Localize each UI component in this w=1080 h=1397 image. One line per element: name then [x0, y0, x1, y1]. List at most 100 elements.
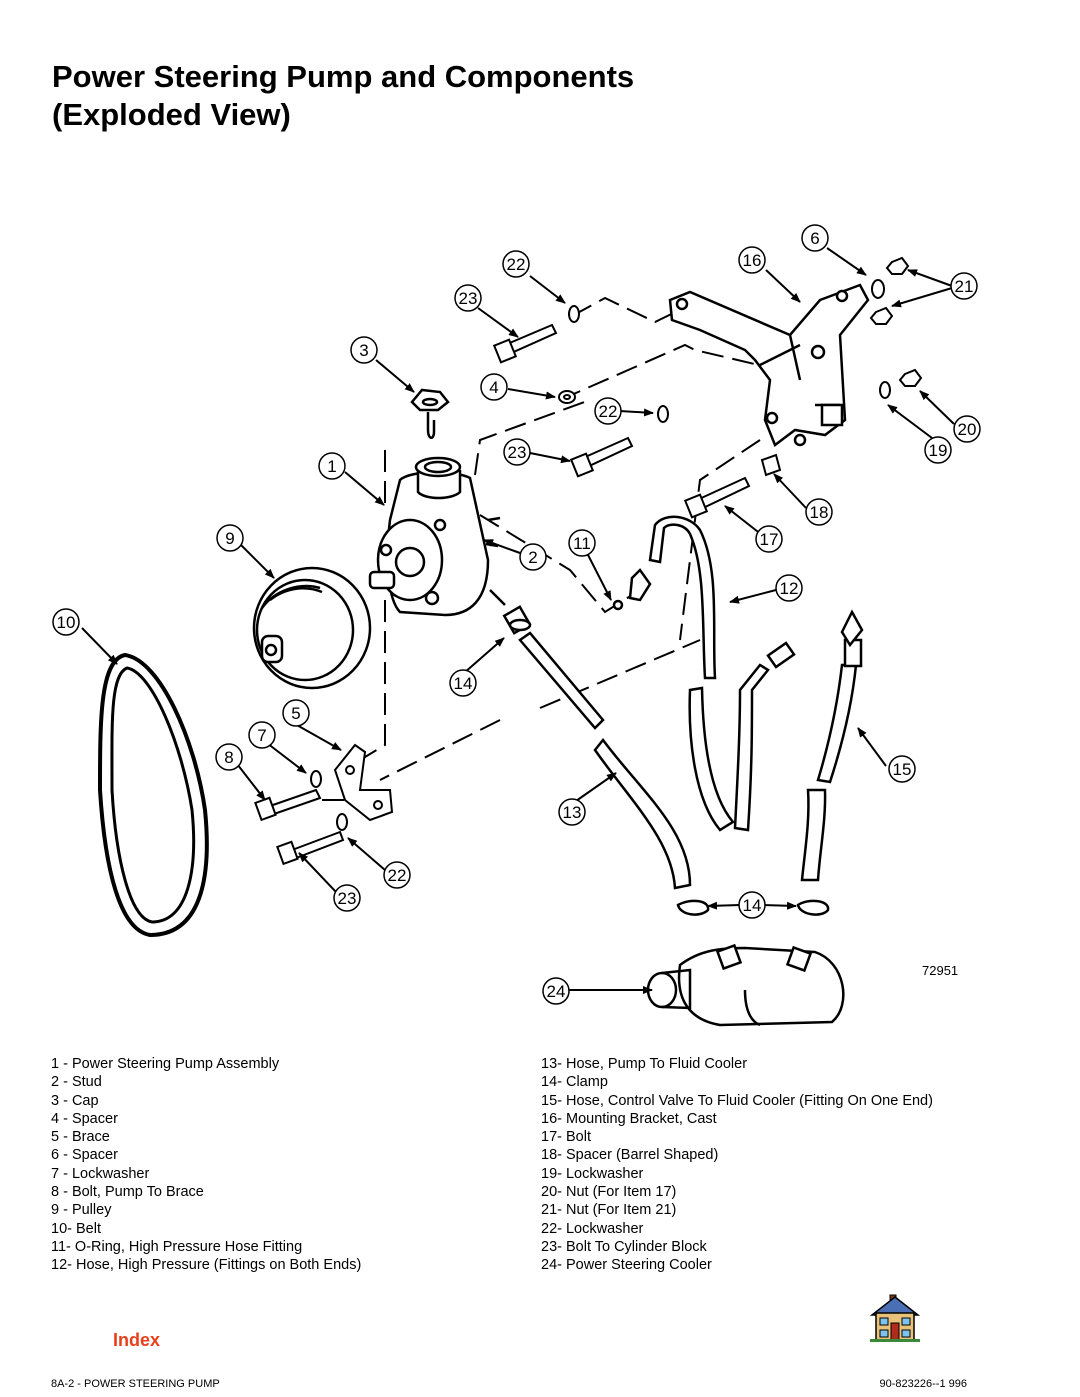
- legend-item: 17- Bolt: [541, 1129, 591, 1146]
- leader-arrows: [81, 247, 955, 994]
- svg-text:23: 23: [338, 889, 357, 908]
- callout-17: 17: [755, 525, 783, 553]
- svg-text:17: 17: [760, 530, 779, 549]
- legend-item: 24- Power Steering Cooler: [541, 1257, 712, 1274]
- legend-item: 13- Hose, Pump To Fluid Cooler: [541, 1056, 748, 1072]
- svg-text:6: 6: [810, 229, 819, 248]
- callout-22: 22: [502, 250, 530, 278]
- svg-text:23: 23: [459, 289, 478, 308]
- svg-text:16: 16: [743, 251, 762, 270]
- legend-item: 8 - Bolt, Pump To Brace: [51, 1184, 204, 1201]
- callout-14: 14: [449, 669, 477, 697]
- legend-item: 22- Lockwasher: [541, 1220, 644, 1237]
- legend-item: 6 - Spacer: [51, 1147, 118, 1164]
- svg-text:23: 23: [508, 443, 527, 462]
- callout-12: 12: [775, 574, 803, 602]
- legend-item: 5 - Brace: [51, 1129, 110, 1146]
- svg-text:5: 5: [291, 704, 300, 723]
- callout-19: 19: [924, 436, 952, 464]
- hardware-drawing: [254, 256, 923, 866]
- callout-8: 8: [215, 743, 243, 771]
- exploded-view-diagram: 6 22 16 21 23 3 4 22 20 19 23 1 18 9 11 …: [52, 224, 981, 1027]
- callouts: 6 22 16 21 23 3 4 22 20 19 23 1 18 9 11 …: [52, 224, 981, 1005]
- legend-item: 23- Bolt To Cylinder Block: [541, 1238, 707, 1255]
- house-icon[interactable]: [868, 1293, 922, 1343]
- pulley-drawing: [252, 566, 372, 690]
- legend-item: 10- Belt: [51, 1220, 101, 1237]
- svg-text:1: 1: [327, 457, 336, 476]
- callout-9: 9: [216, 524, 244, 552]
- svg-text:14: 14: [454, 674, 473, 693]
- svg-text:24: 24: [547, 982, 566, 1001]
- callout-6: 6: [801, 224, 829, 252]
- svg-text:9: 9: [225, 529, 234, 548]
- index-link[interactable]: Index: [113, 1330, 161, 1350]
- callout-16: 16: [738, 246, 766, 274]
- legend-item: 11- O-Ring, High Pressure Hose Fitting: [51, 1238, 303, 1255]
- callout-22: 22: [383, 861, 411, 889]
- footer-right: 90-823226--1 996: [879, 1378, 967, 1390]
- callout-5: 5: [282, 699, 310, 727]
- footer-left: 8A-2 - POWER STEERING PUMP: [51, 1378, 220, 1390]
- cap-drawing: [410, 388, 450, 439]
- callout-13: 13: [558, 798, 586, 826]
- callout-3: 3: [350, 336, 378, 364]
- callout-1: 1: [318, 452, 346, 480]
- page-title: Power Steering Pump and Components (Expl…: [52, 58, 634, 134]
- legend-item: 21- Nut (For Item 21): [541, 1202, 677, 1219]
- callout-23: 23: [454, 284, 482, 312]
- svg-text:21: 21: [955, 277, 974, 296]
- svg-text:4: 4: [489, 378, 498, 397]
- callout-22: 22: [594, 397, 622, 425]
- legend-item: 1 - Power Steering Pump Assembly: [51, 1056, 280, 1072]
- svg-text:2: 2: [528, 548, 537, 567]
- svg-text:15: 15: [893, 760, 912, 779]
- hoses-drawing: [502, 515, 864, 916]
- svg-text:7: 7: [257, 726, 266, 745]
- callout-2: 2: [519, 543, 547, 571]
- svg-text:10: 10: [57, 613, 76, 632]
- legend-item: 9 - Pulley: [51, 1202, 112, 1219]
- title-line-1: Power Steering Pump and Components: [52, 59, 635, 94]
- legend-item: 4 - Spacer: [51, 1110, 118, 1127]
- mounting-bracket-drawing: [668, 283, 870, 447]
- svg-text:18: 18: [810, 503, 829, 522]
- callout-20: 20: [953, 415, 981, 443]
- title-line-2: (Exploded View): [52, 97, 291, 132]
- svg-text:20: 20: [958, 420, 977, 439]
- svg-text:22: 22: [507, 255, 526, 274]
- legend-item: 2 - Stud: [51, 1074, 102, 1091]
- legend-left: 1 - Power Steering Pump Assembly 2 - Stu…: [51, 1055, 361, 1275]
- svg-text:13: 13: [563, 803, 582, 822]
- legend-item: 15- Hose, Control Valve To Fluid Cooler …: [541, 1092, 933, 1109]
- legend-item: 19- Lockwasher: [541, 1165, 644, 1182]
- assembly-lines: [290, 296, 781, 801]
- belt-drawing: [97, 652, 209, 938]
- legend-item: 7 - Lockwasher: [51, 1165, 150, 1182]
- legend-item: 16- Mounting Bracket, Cast: [541, 1110, 717, 1127]
- cooler-drawing: [646, 943, 845, 1027]
- svg-text:8: 8: [224, 748, 233, 767]
- legend-item: 12- Hose, High Pressure (Fittings on Bot…: [51, 1257, 362, 1274]
- legend-right: 13- Hose, Pump To Fluid Cooler 14- Clamp…: [541, 1055, 933, 1275]
- svg-text:19: 19: [929, 441, 948, 460]
- figure-code: 72951: [922, 963, 958, 978]
- callout-23: 23: [503, 438, 531, 466]
- legend-item: 18- Spacer (Barrel Shaped): [541, 1147, 719, 1164]
- svg-text:14: 14: [743, 896, 762, 915]
- legend-item: 14- Clamp: [541, 1074, 608, 1091]
- svg-text:12: 12: [780, 579, 799, 598]
- svg-text:22: 22: [599, 402, 618, 421]
- callout-11: 11: [568, 529, 596, 557]
- pump-drawing: [368, 456, 506, 617]
- svg-text:11: 11: [573, 534, 591, 553]
- callout-18: 18: [805, 498, 833, 526]
- legend-item: 3 - Cap: [51, 1092, 99, 1109]
- callout-23: 23: [333, 884, 361, 912]
- callout-24: 24: [542, 977, 570, 1005]
- callout-4: 4: [480, 373, 508, 401]
- callout-15: 15: [888, 755, 916, 783]
- callout-21: 21: [950, 272, 978, 300]
- callout-10: 10: [52, 608, 80, 636]
- legend-item: 20- Nut (For Item 17): [541, 1184, 677, 1201]
